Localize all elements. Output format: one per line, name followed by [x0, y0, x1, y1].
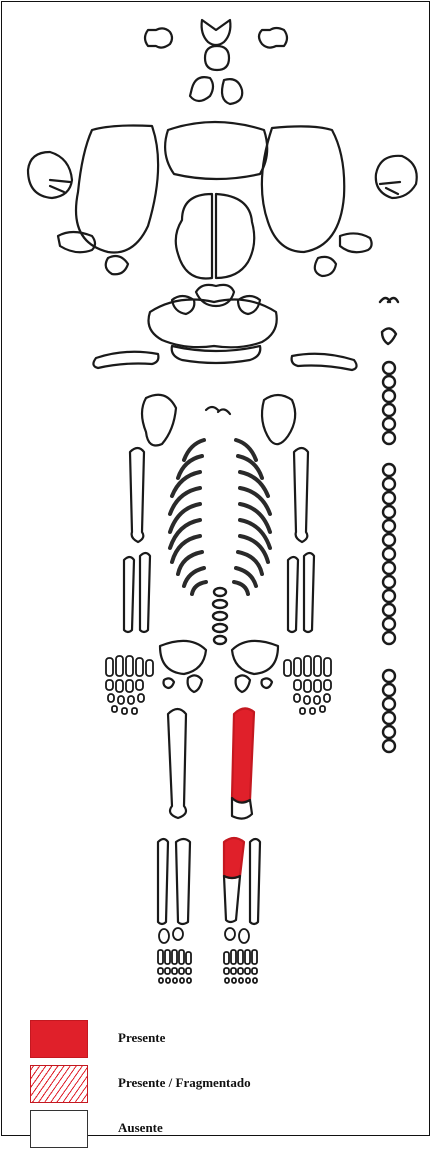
skeleton-diagram [0, 0, 433, 1000]
scapulae [142, 395, 295, 446]
ischium-right [236, 675, 250, 692]
lower-limbs [158, 708, 260, 924]
zygomatic-right [340, 233, 372, 252]
radius-left [124, 557, 134, 632]
legend-item-absent: Ausente [28, 1110, 408, 1152]
femur-left [168, 709, 186, 818]
occipital-fragment-right [259, 28, 287, 48]
temporal-left [28, 152, 72, 198]
foot-right [224, 928, 257, 983]
mandible-right [315, 257, 336, 276]
ulna-left [140, 553, 150, 632]
orbit-left [172, 296, 194, 314]
legend-label-present: Presente [118, 1030, 165, 1046]
tibia-right [224, 838, 244, 878]
tibia-right-distal [224, 876, 240, 922]
pelvis [160, 641, 278, 692]
vertebral-column [380, 298, 398, 752]
legend-item-present: Presente [28, 1020, 408, 1062]
ulna-right [304, 553, 314, 632]
hand-right [284, 656, 331, 714]
legend-label-absent: Ausente [118, 1120, 163, 1136]
ribs-left [170, 440, 206, 594]
sphenoid [202, 20, 231, 45]
mandible-body [172, 346, 261, 363]
ilium-left [160, 641, 206, 674]
ribs-right [234, 440, 270, 594]
fibula-right [250, 839, 260, 924]
fibula-left [176, 839, 190, 924]
lumbar-vertebrae-central [213, 588, 227, 644]
hand-left [106, 656, 153, 714]
clavicle-left [93, 352, 158, 368]
frontal-right [216, 194, 254, 278]
orbit-right [238, 296, 260, 314]
parietal-left [76, 126, 158, 253]
scapula-right [262, 395, 295, 444]
legend-item-present-fragmented: Presente / Fragmentado [28, 1065, 408, 1107]
clavicle-right [292, 354, 357, 370]
legend-swatch-present-fragmented [30, 1065, 88, 1103]
legend: Presente Presente / Fragmentado Ausente [28, 1005, 408, 1135]
legend-swatch-absent [30, 1110, 88, 1148]
sternum [206, 407, 230, 414]
legend-swatch-present [30, 1020, 88, 1058]
tibia-left [158, 839, 168, 924]
occipital-fragment-left [145, 28, 172, 47]
legend-label-present-fragmented: Presente / Fragmentado [118, 1075, 251, 1091]
mandible-left [106, 256, 128, 274]
pubis-right [262, 678, 273, 688]
frontal-left [176, 194, 212, 279]
upper-limbs [124, 448, 314, 632]
foot-left [158, 928, 191, 983]
humerus-right [294, 448, 308, 542]
parietal-right [262, 126, 344, 252]
ilium-right [232, 641, 278, 674]
temporal-right [376, 156, 417, 198]
frontal-small-left [190, 77, 213, 101]
pubis-left [164, 678, 175, 688]
humerus-left [130, 448, 144, 542]
cranium [28, 20, 417, 370]
femur-right [232, 708, 254, 801]
ischium-left [188, 675, 202, 692]
scapula-left [142, 395, 176, 446]
basioccipital [205, 46, 229, 70]
occipital-squama [165, 122, 267, 179]
radius-right [288, 557, 298, 632]
frontal-small-right [222, 79, 242, 104]
